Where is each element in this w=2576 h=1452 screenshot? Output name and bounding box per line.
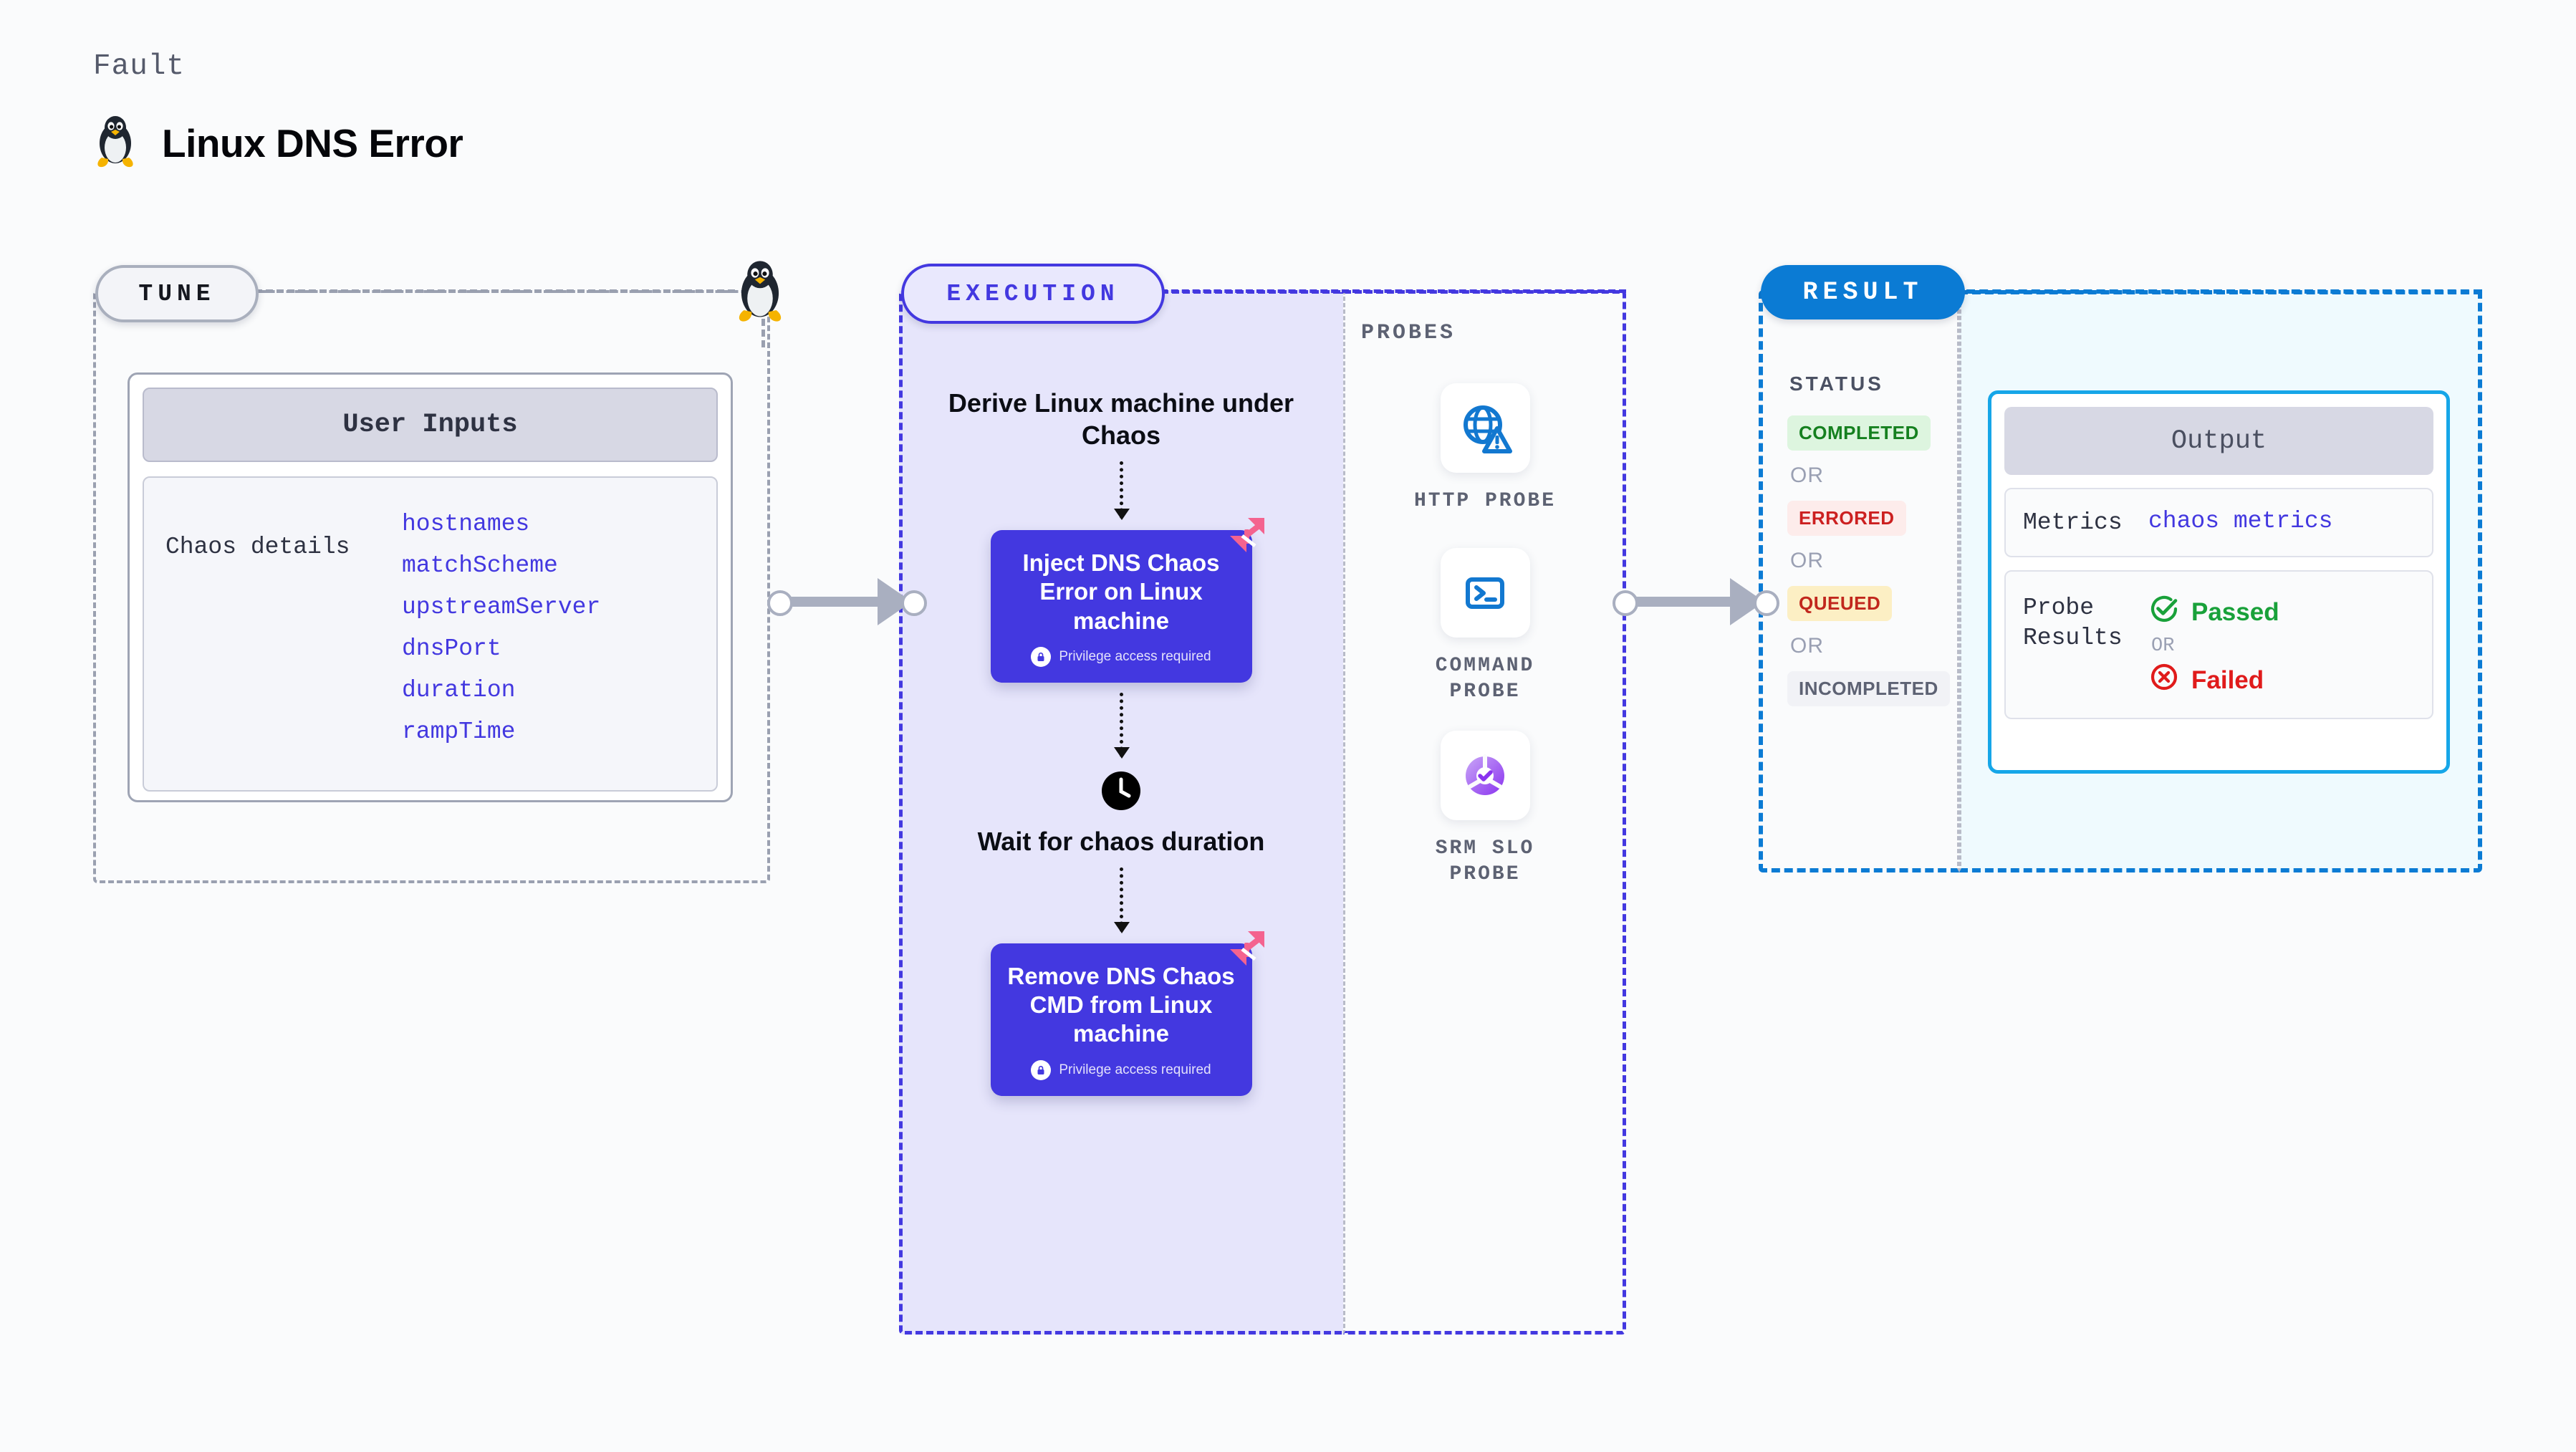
lock-icon (1031, 646, 1052, 667)
status-badge-errored: ERRORED (1787, 501, 1906, 536)
globe-warning-icon (1440, 383, 1530, 473)
derive-machine-step: Derive Linux machine under Chaos (948, 388, 1294, 450)
chaos-details-field-list: hostnames matchScheme upstreamServer dns… (402, 498, 600, 790)
tune-stage-pill[interactable]: TUNE (95, 265, 259, 322)
probe-result-passed: Passed (2148, 593, 2279, 631)
status-options-list: COMPLETED OR ERRORED OR QUEUED OR INCOMP… (1787, 415, 1959, 706)
status-badge-completed: COMPLETED (1787, 415, 1931, 451)
remove-card-note-row: Privilege access required (1006, 1059, 1236, 1080)
clock-icon (1100, 770, 1142, 815)
flow-arrow-2 (1113, 692, 1130, 759)
probe-results-values: Passed OR Failed (2148, 593, 2279, 699)
user-inputs-card: User Inputs Chaos details hostnames matc… (128, 372, 733, 802)
slo-donut-check-icon (1440, 731, 1530, 820)
linux-penguin-icon (93, 115, 138, 172)
field-upstreamserver[interactable]: upstreamServer (402, 594, 601, 620)
output-probe-results-row: Probe Results Passed OR (2004, 570, 2433, 720)
failed-label: Failed (2191, 665, 2264, 694)
fault-title-row: Linux DNS Error (93, 115, 463, 172)
probe-command-label: COMMAND PROBE (1435, 655, 1535, 703)
status-or-2: OR (1790, 549, 1824, 572)
output-card-title: Output (2004, 407, 2433, 475)
remove-card-note: Privilege access required (1059, 1062, 1211, 1077)
result-stage-pill[interactable]: RESULT (1761, 265, 1965, 319)
chaos-details-card: Chaos details hostnames matchScheme upst… (143, 476, 718, 792)
field-ramptime[interactable]: rampTime (402, 718, 516, 745)
field-dnsport[interactable]: dnsPort (402, 635, 501, 662)
lock-icon (1031, 1059, 1052, 1080)
harness-logo-icon (1226, 928, 1268, 973)
status-badge-queued: QUEUED (1787, 586, 1893, 621)
output-card: Output Metrics chaos metrics Probe Resul… (1988, 390, 2450, 774)
chaos-details-label: Chaos details (165, 534, 350, 560)
page-title: Linux DNS Error (162, 121, 463, 165)
status-badge-incompleted: INCOMPLETED (1787, 671, 1950, 706)
wait-duration-step: Wait for chaos duration (977, 826, 1265, 856)
field-hostnames[interactable]: hostnames (402, 511, 530, 537)
metrics-label: Metrics (2023, 509, 2123, 536)
inject-dns-chaos-card[interactable]: Inject DNS Chaos Error on Linux machine … (990, 518, 1264, 683)
metrics-value[interactable]: chaos metrics (2148, 508, 2333, 534)
probe-results-label: Probe Results (2023, 595, 2123, 651)
passed-label: Passed (2191, 597, 2279, 626)
inject-card-title: Inject DNS Chaos Error on Linux machine (1022, 549, 1220, 634)
check-circle-icon (2148, 593, 2180, 631)
probe-result-or: OR (2151, 635, 2175, 658)
field-matchscheme[interactable]: matchScheme (402, 552, 558, 579)
x-circle-icon (2148, 661, 2180, 699)
user-inputs-title: User Inputs (143, 388, 718, 462)
status-or-3: OR (1790, 634, 1824, 658)
probe-srm-slo[interactable]: SRM SLO PROBE (1406, 731, 1564, 888)
execution-dashed-connector (1160, 289, 1626, 293)
execution-flow-column: Derive Linux machine under Chaos Inject … (931, 387, 1311, 1096)
execution-stage-pill[interactable]: EXECUTION (901, 264, 1165, 324)
probe-http[interactable]: HTTP PROBE (1406, 383, 1564, 514)
inject-card-note: Privilege access required (1059, 648, 1211, 664)
linux-penguin-icon-small (732, 259, 788, 333)
tune-penguin-stem (761, 308, 765, 347)
probe-result-failed: Failed (2148, 661, 2279, 699)
status-or-1: OR (1790, 463, 1824, 487)
probes-section-label: PROBES (1361, 321, 1456, 345)
tune-dashed-connector (255, 289, 735, 293)
field-duration[interactable]: duration (402, 677, 516, 703)
remove-card-title: Remove DNS Chaos CMD from Linux machine (1007, 962, 1235, 1047)
harness-logo-icon (1226, 514, 1268, 559)
probe-srm-slo-label: SRM SLO PROBE (1435, 837, 1535, 886)
terminal-icon (1440, 548, 1530, 638)
status-section-label: STATUS (1789, 372, 1884, 395)
probe-http-label: HTTP PROBE (1413, 490, 1557, 512)
fault-kicker-label: Fault (93, 50, 186, 83)
inject-card-note-row: Privilege access required (1006, 646, 1236, 667)
flow-arrow-1 (1113, 461, 1130, 520)
probe-command[interactable]: COMMAND PROBE (1406, 548, 1564, 706)
output-metrics-row: Metrics chaos metrics (2004, 488, 2433, 558)
flow-arrow-3 (1113, 867, 1130, 933)
remove-dns-chaos-card[interactable]: Remove DNS Chaos CMD from Linux machine … (990, 931, 1264, 1096)
result-dashed-connector (1966, 289, 2482, 294)
